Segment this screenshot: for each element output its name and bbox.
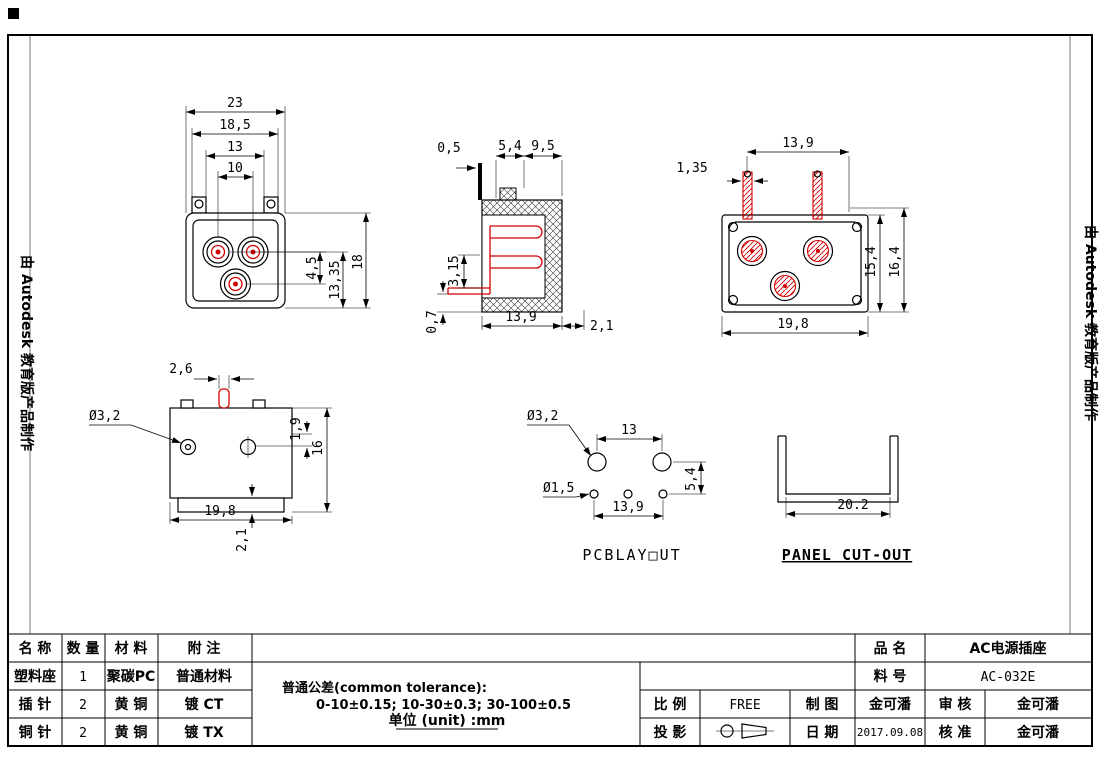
panel-cutout-label: PANEL CUT-OUT <box>782 546 912 564</box>
tolerance-line1: 普通公差(common tolerance): <box>282 680 487 696</box>
dim-16: 16 <box>311 440 326 456</box>
projection-symbol <box>716 723 774 739</box>
dim-15-4: 15,4 <box>864 246 879 277</box>
product-name-label: 品 名 <box>874 640 907 657</box>
side-section-view: 0,5 5,4 9,5 3,15 0,7 13,9 2,1 <box>425 139 613 334</box>
dim-3-15: 3,15 <box>447 255 462 286</box>
dim-13-9: 13,9 <box>505 310 536 325</box>
drawn-by-value: 金可潘 <box>868 696 912 713</box>
sheet-frame <box>7 8 1093 747</box>
dim-18: 18 <box>351 254 366 270</box>
dim-dia-3-2: Ø3,2 <box>89 409 120 424</box>
table-cell: 黄 铜 <box>115 696 148 713</box>
bom-header: 附 注 <box>188 640 221 657</box>
dim-0-5: 0,5 <box>437 141 460 156</box>
checked-by-label: 审 核 <box>939 696 972 713</box>
dim-5-4: 5,4 <box>684 467 699 491</box>
table-cell: 镀 CT <box>185 696 224 713</box>
part-number-value: AC-032E <box>981 670 1036 685</box>
drawn-by-label: 制 图 <box>806 696 839 713</box>
dim-9-5: 9,5 <box>531 139 554 154</box>
dim-2-1: 2,1 <box>235 528 250 551</box>
dim-dia-3-2: Ø3,2 <box>527 409 558 424</box>
dim-4-5: 4,5 <box>305 256 320 279</box>
corner-mark <box>8 8 19 19</box>
table-cell: 2 <box>79 726 87 741</box>
table-cell: 插 针 <box>19 696 52 713</box>
dim-5-4: 5,4 <box>498 139 522 154</box>
bottom-view: 2,6 Ø3,2 1,9 16 19,8 2,1 <box>89 362 332 552</box>
tolerance-line3: 单位 (unit) :mm <box>389 712 506 729</box>
table-cell: 1 <box>79 670 87 685</box>
date-value: 2017.09.08 <box>857 726 923 739</box>
tolerance-line2: 0-10±0.15; 10-30±0.3; 30-100±0.5 <box>316 698 571 713</box>
scale-value: FREE <box>729 698 760 713</box>
pin-profile <box>478 163 482 200</box>
bom-table: 名 称 数 量 材 料 附 注 塑料座 1 聚碳PC 普通材料 插 针 2 黄 … <box>14 640 232 741</box>
title-block: 名 称 数 量 材 料 附 注 塑料座 1 聚碳PC 普通材料 插 针 2 黄 … <box>8 633 1092 746</box>
checked-by-value: 金可潘 <box>1016 696 1060 713</box>
rear-pins <box>736 170 834 302</box>
dim-13-9: 13,9 <box>782 136 813 151</box>
tolerance-note: 普通公差(common tolerance): 0-10±0.15; 10-30… <box>282 680 571 730</box>
dim-10: 10 <box>227 161 243 176</box>
dim-13: 13 <box>227 140 243 155</box>
pcb-layout-label: PCBLAY□UT <box>582 546 681 564</box>
dim-19-8: 19,8 <box>777 317 808 332</box>
front-view: 23 18,5 13 10 4,5 13,35 18 <box>185 96 371 309</box>
watermark-right: 由 Autodesk 教育版产品制作 <box>1082 225 1099 421</box>
dim-19-8: 19,8 <box>204 504 235 519</box>
part-number-label: 料 号 <box>874 668 907 685</box>
projection-label: 投 影 <box>654 725 687 741</box>
table-cell: 塑料座 <box>14 668 56 685</box>
product-name-value: AC电源插座 <box>969 640 1046 657</box>
pcb-layout-view: 13 Ø3,2 Ø1,5 13,9 5,4 PCBLAY□UT <box>527 409 706 564</box>
dim-18-5: 18,5 <box>219 118 250 133</box>
rear-view: 13,9 1,35 15,4 16,4 19,8 <box>676 136 909 337</box>
dim-23: 23 <box>227 96 243 111</box>
scale-label: 比 例 <box>654 696 687 713</box>
table-cell: 聚碳PC <box>106 668 156 685</box>
info-block: 品 名 AC电源插座 料 号 AC-032E 比 例 FREE 制 图 金可潘 … <box>654 640 1060 741</box>
dim-13-35: 13,35 <box>328 260 343 299</box>
dim-1-35: 1,35 <box>676 161 707 176</box>
approved-by-value: 金可潘 <box>1016 724 1060 741</box>
key-slot <box>218 388 230 409</box>
table-cell: 普通材料 <box>176 668 232 685</box>
dim-16-4: 16,4 <box>888 246 903 277</box>
dim-20-2: 20.2 <box>837 498 868 513</box>
bom-header: 名 称 <box>19 640 52 657</box>
panel-cutout-view: 20.2 PANEL CUT-OUT <box>777 435 912 564</box>
dim-1-9: 1,9 <box>289 417 304 440</box>
dim-dia-1-5: Ø1,5 <box>543 481 574 496</box>
approved-by-label: 核 准 <box>939 724 972 741</box>
bom-header: 材 料 <box>115 640 148 657</box>
dim-2-1: 2,1 <box>590 319 613 334</box>
dim-2-6: 2,6 <box>169 362 192 377</box>
dim-13: 13 <box>621 423 637 438</box>
dim-0-7: 0,7 <box>425 310 440 333</box>
table-cell: 镀 TX <box>184 724 223 741</box>
table-cell: 铜 针 <box>19 724 52 741</box>
watermark-left: 由 Autodesk 教育版产品制作 <box>18 255 35 451</box>
table-cell: 2 <box>79 698 87 713</box>
date-label: 日 期 <box>806 725 839 741</box>
dim-13-9: 13,9 <box>612 500 643 515</box>
bom-header: 数 量 <box>67 640 100 657</box>
table-cell: 黄 铜 <box>115 724 148 741</box>
